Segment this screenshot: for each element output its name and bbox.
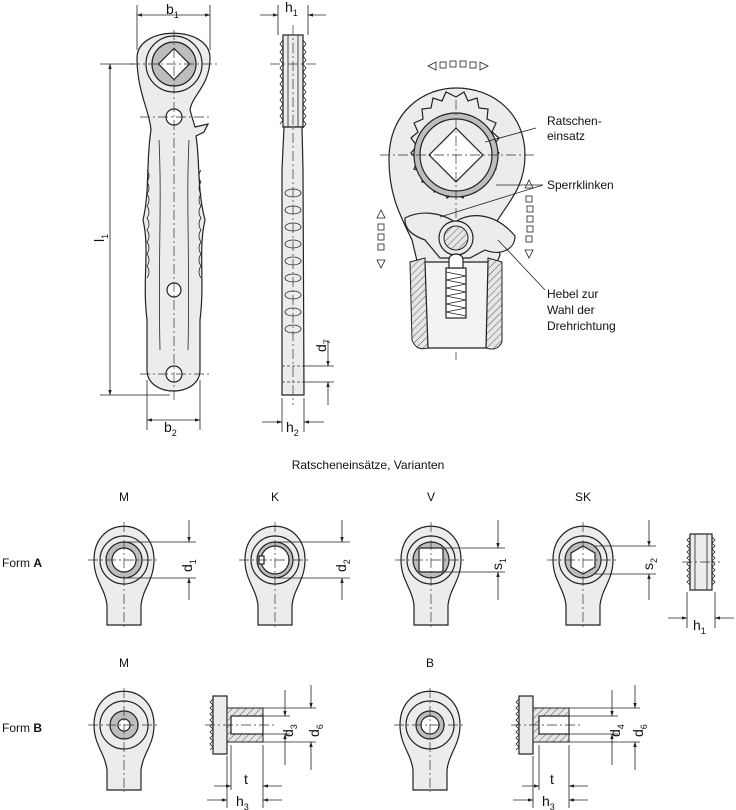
dim-h1-insert: h1 [693,617,706,636]
dim-t-m: t [244,771,248,787]
callout-lever-line1: Hebel zur [547,287,598,301]
variant-a-v-insert [395,520,505,628]
callout-lever-line3: Drehrichtung [547,319,616,333]
variant-b-b-section [511,685,640,808]
variant-a-k-insert [239,520,350,628]
dim-b1: b1 [166,1,179,20]
callout-pawls: Sperrklinken [547,178,614,192]
rotation-arrow-right [524,179,534,259]
callout-ratchet-insert-line2: einsatz [547,129,585,143]
variant-b-b-label: B [426,656,434,670]
rotation-arrow-left [376,209,386,269]
dim-b2: b2 [164,419,177,438]
variant-a-sk-insert [547,520,656,628]
dim-s2: s2 [640,558,659,570]
variant-b-m-insert [88,688,160,792]
form-a-label: Form A [2,556,42,570]
dim-d7: d7 [313,339,332,352]
variants-title: Ratscheneinsätze, Varianten [292,458,445,472]
dim-h1-side: h1 [285,0,298,18]
callout-ratchet-insert-line1: Ratschen- [547,114,602,128]
rotation-arrow-top [427,60,489,71]
variant-a-v-label: V [427,490,435,504]
dim-d6-m: d6 [306,724,325,737]
variant-a-m-label: M [119,490,129,504]
form-b-label: Form B [2,721,42,735]
dim-l1: l1 [91,234,110,242]
dim-s1: s1 [489,558,508,570]
dim-d6-b: d6 [630,724,649,737]
dim-t-b: t [550,771,554,787]
variant-b-m-label: M [119,656,129,670]
insert-side-view-form-a [668,533,734,628]
variant-a-k-label: K [271,490,279,504]
dim-h3-b: h3 [542,793,555,810]
wrench-side-view [260,5,334,432]
dim-d3: d3 [280,724,299,737]
variant-b-m-section [205,685,316,808]
ratchet-mechanism-detail [376,60,546,360]
callout-lever-line2: Wahl der [547,303,595,317]
variant-a-m-insert [88,520,196,628]
dim-d4: d4 [607,724,626,737]
dim-d1: d1 [179,559,198,572]
variant-a-sk-label: SK [575,490,591,504]
dim-h2: h2 [286,419,299,438]
variant-b-b-insert [394,688,466,792]
dim-d2: d2 [333,559,352,572]
dim-h3-m: h3 [236,793,249,810]
wrench-front-view [100,5,218,430]
